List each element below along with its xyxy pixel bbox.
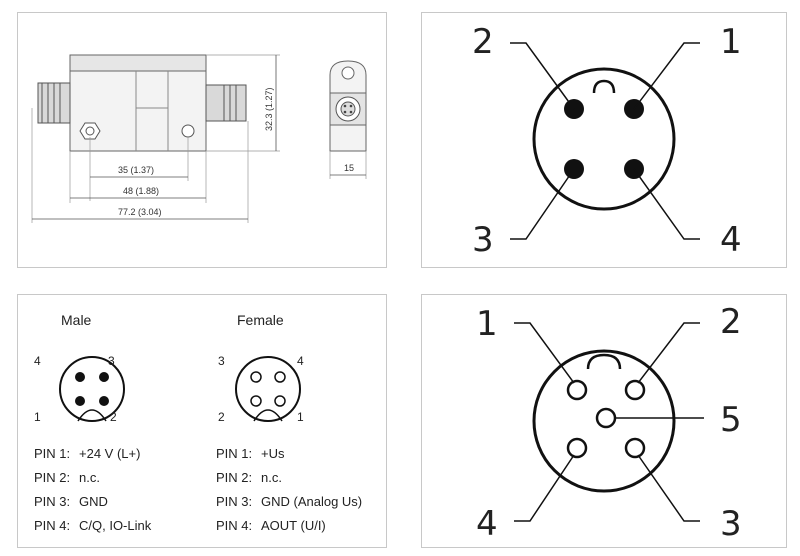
pin-value: +24 V (L+) (79, 446, 141, 461)
pin-2-socket (624, 379, 646, 401)
male-pin-row: PIN 1: +24 V (L+) (34, 446, 140, 461)
pin-5-socket (595, 407, 617, 429)
mounting-hole-left (85, 126, 95, 136)
pin-value: GND (Analog Us) (261, 494, 363, 509)
male-label-2: 2 (110, 410, 117, 424)
male-pin-row: PIN 4: C/Q, IO-Link (34, 518, 151, 533)
connector-5pin-panel: 1 2 5 4 3 (421, 294, 787, 548)
female-pin-socket (274, 395, 286, 407)
pin-key: PIN 2: (34, 470, 71, 485)
leader-pin-1 (633, 42, 700, 110)
male-pin-dot (75, 396, 85, 406)
dim-48-label: 48 (1.88) (123, 186, 159, 196)
female-label-1: 1 (297, 410, 304, 424)
label-pin-2: 2 (472, 22, 494, 62)
leader-pin-4 (633, 168, 700, 240)
coding-key (586, 353, 622, 370)
dim-height-label: 32.3 (1.27) (264, 87, 274, 131)
male-label-3: 3 (108, 354, 115, 368)
label-pin-1: 1 (720, 22, 742, 62)
pin-assignment-panel: Male Female 4 3 1 2 3 4 2 1 PIN 1: +24 V … (17, 294, 387, 548)
female-pin-socket (274, 371, 286, 383)
label-pin-4: 4 (720, 220, 742, 260)
label-pin-2: 2 (720, 302, 742, 342)
pin-face-icons: 4 3 1 2 3 4 2 1 (34, 354, 304, 424)
right-connector (205, 84, 247, 122)
pin-key: PIN 4: (216, 518, 253, 533)
label-pin-1: 1 (476, 304, 498, 344)
male-pin-dot (99, 396, 109, 406)
label-pin-4: 4 (476, 504, 498, 544)
pin-key: PIN 3: (34, 494, 71, 509)
male-connector-outline (59, 356, 125, 422)
male-pin-row: PIN 3: GND (34, 494, 108, 509)
female-coding-key (253, 409, 283, 422)
female-pin-row: PIN 2: n.c. (216, 470, 282, 485)
dimension-drawing: 32.3 (1.27) 35 (1.37) 48 (1.88) 77.2 (3.… (31, 54, 367, 223)
connector-5pin-diagram: 1 2 5 4 3 (476, 302, 742, 544)
side-view-socket-inner (340, 101, 356, 117)
male-label-1: 1 (34, 410, 41, 424)
label-pin-3: 3 (472, 220, 494, 260)
connector-4pin-diagram: 2 1 3 4 (472, 22, 742, 260)
connector-4pin-panel: 2 1 3 4 (421, 12, 787, 268)
side-view-hole (341, 66, 355, 80)
leader-pin-3 (637, 454, 700, 522)
leader-pin-1 (514, 322, 575, 384)
female-title: Female (237, 312, 284, 328)
male-title: Male (61, 312, 92, 328)
female-connector-outline (235, 356, 301, 422)
female-pin-row: PIN 1: +Us (216, 446, 284, 461)
dimension-drawing-panel: 32.3 (1.27) 35 (1.37) 48 (1.88) 77.2 (3.… (17, 12, 387, 268)
male-pin-row: PIN 2: n.c. (34, 470, 100, 485)
male-coding-key (77, 409, 107, 422)
connector-outline (532, 67, 676, 211)
pin-value: +Us (261, 446, 285, 461)
leader-pin-2 (637, 322, 700, 384)
male-pin-dot (99, 372, 109, 382)
dim-35-label: 35 (1.37) (118, 165, 154, 175)
coding-key (592, 79, 616, 94)
mounting-hole-right (181, 124, 195, 138)
male-pin-dot (75, 372, 85, 382)
female-pin-row: PIN 3: GND (Analog Us) (216, 494, 362, 509)
male-label-4: 4 (34, 354, 41, 368)
dim-total-label: 77.2 (3.04) (118, 207, 162, 217)
side-view-pin (349, 104, 353, 108)
pin-key: PIN 1: (216, 446, 253, 461)
side-view-pin (343, 110, 347, 114)
leader-pin-3 (510, 168, 575, 240)
female-label-4: 4 (297, 354, 304, 368)
housing-top (69, 54, 207, 72)
side-view-pin (343, 104, 347, 108)
female-label-2: 2 (218, 410, 225, 424)
pin-key: PIN 3: (216, 494, 253, 509)
label-pin-3: 3 (720, 504, 742, 544)
leader-pin-2 (510, 42, 575, 110)
pin-4-socket (566, 437, 588, 459)
pin-1-socket (566, 379, 588, 401)
pin-value: n.c. (79, 470, 100, 485)
label-pin-5: 5 (720, 400, 742, 440)
pin-value: C/Q, IO-Link (79, 518, 152, 533)
dim-width-label: 15 (344, 163, 354, 173)
female-pin-row: PIN 4: AOUT (U/I) (216, 518, 326, 533)
pin-key: PIN 2: (216, 470, 253, 485)
female-pin-socket (250, 371, 262, 383)
pin-value: AOUT (U/I) (261, 518, 326, 533)
leader-pin-4 (514, 454, 575, 522)
pin-value: GND (79, 494, 108, 509)
pin-key: PIN 4: (34, 518, 71, 533)
pin-3-socket (624, 437, 646, 459)
pin-key: PIN 1: (34, 446, 71, 461)
female-pin-socket (250, 395, 262, 407)
female-label-3: 3 (218, 354, 225, 368)
side-view-pin (349, 110, 353, 114)
pin-value: n.c. (261, 470, 282, 485)
